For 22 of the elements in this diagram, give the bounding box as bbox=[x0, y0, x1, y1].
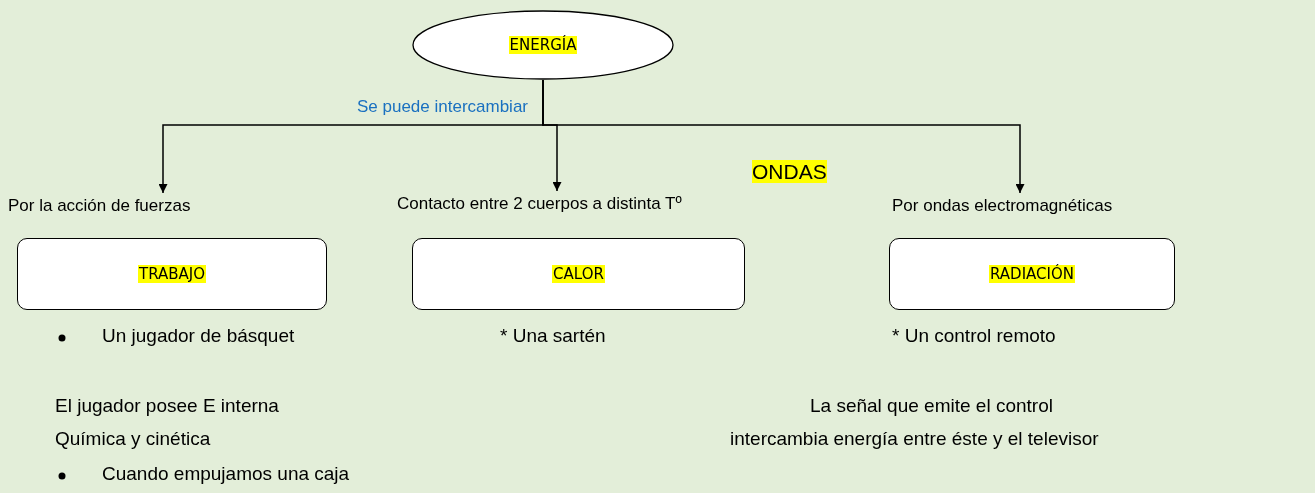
ellipse-node bbox=[412, 10, 674, 80]
rounded-box bbox=[412, 238, 745, 310]
category-label: Por ondas electromagnéticas bbox=[892, 196, 1113, 216]
note-text: intercambia energía entre éste y el televisor bbox=[730, 429, 1099, 450]
highlighted-label: TRABAJO bbox=[138, 265, 206, 283]
note-text: El jugador posee E interna bbox=[55, 396, 279, 417]
note-text: La señal que emite el control bbox=[810, 396, 1053, 417]
example-text: Cuando empujamos una caja bbox=[102, 464, 350, 485]
rounded-box bbox=[17, 238, 327, 310]
arrow bbox=[542, 79, 1025, 194]
highlighted-label: CALOR bbox=[552, 265, 605, 283]
example-text: * Una sartén bbox=[500, 326, 606, 347]
note-text: Química y cinética bbox=[55, 429, 211, 450]
rounded-box bbox=[889, 238, 1175, 310]
highlighted-label: RADIACIÓN bbox=[989, 265, 1075, 283]
category-label: Contacto entre 2 cuerpos a distinta Tº bbox=[397, 194, 682, 214]
example-text: Un jugador de básquet bbox=[102, 326, 295, 347]
highlighted-label: ONDAS bbox=[752, 160, 827, 184]
note-text: Se puede intercambiar bbox=[355, 98, 528, 117]
example-text: * Un control remoto bbox=[892, 326, 1056, 347]
highlighted-label: ENERGÍA bbox=[508, 36, 578, 54]
category-label: Por la acción de fuerzas bbox=[8, 196, 191, 216]
